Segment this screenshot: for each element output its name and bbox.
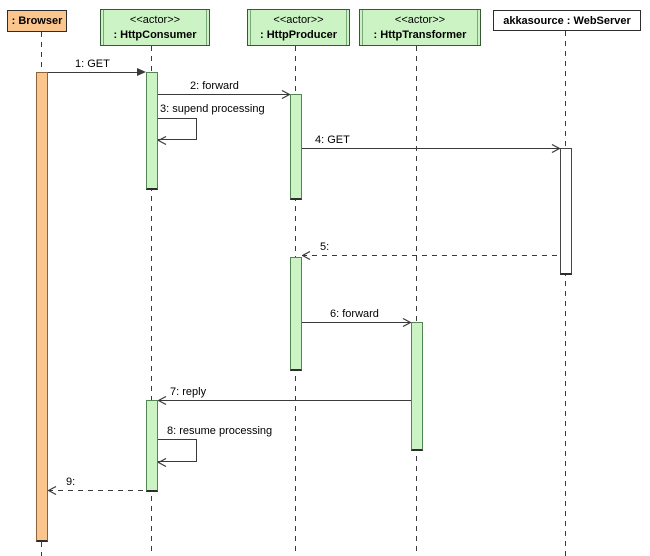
activation-consumer-2: [146, 400, 158, 492]
lifeline-http-consumer: [151, 46, 152, 556]
activation-producer-1: [290, 94, 302, 200]
message-2-label: 2: forward: [190, 80, 239, 92]
participant-http-consumer-name: : HttpConsumer: [113, 28, 197, 41]
message-8-open-arrowhead-icon: [158, 458, 167, 467]
participant-http-transformer-name: : HttpTransformer: [373, 28, 467, 41]
lifeline-http-transformer: [416, 46, 417, 556]
actor-box-inner: <<actor>> : HttpProducer: [250, 10, 347, 45]
message-9-open-arrowhead-icon: [48, 486, 57, 495]
participant-web-server: akkasource : WebServer: [493, 10, 641, 31]
message-5-label: 5:: [320, 241, 330, 253]
actor-box-inner: <<actor>> : HttpConsumer: [103, 10, 207, 45]
message-7-open-arrowhead-icon: [158, 396, 167, 405]
message-6-open-arrowhead-icon: [402, 318, 411, 327]
message-3-self-loop: [158, 118, 197, 140]
message-9-line: [48, 490, 146, 491]
participant-browser: : Browser: [7, 10, 67, 32]
lifeline-web-server: [565, 31, 566, 556]
message-3-label: 3: supend processing: [160, 103, 265, 115]
message-7-label: 7: reply: [170, 386, 207, 398]
message-8-self-loop: [158, 439, 197, 462]
participant-http-producer-stereotype: <<actor>>: [273, 13, 324, 26]
participant-browser-name: : Browser: [11, 15, 63, 27]
message-4-label: 4: GET: [315, 134, 350, 146]
message-5-line: [302, 255, 560, 256]
participant-http-transformer-stereotype: <<actor>>: [394, 13, 446, 26]
participant-web-server-name: akkasource : WebServer: [503, 14, 631, 27]
message-1-filled-arrowhead-icon: [137, 68, 146, 76]
participant-http-producer-name: : HttpProducer: [260, 28, 337, 41]
message-1-line: [48, 72, 140, 73]
activation-consumer-1: [146, 72, 158, 190]
message-2-open-arrowhead-icon: [281, 90, 290, 99]
message-4-line: [302, 148, 560, 149]
message-3-open-arrowhead-icon: [158, 136, 167, 145]
activation-producer-2: [290, 257, 302, 371]
actor-box-inner: <<actor>> : HttpTransformer: [362, 10, 478, 45]
message-1-label: 1: GET: [75, 58, 110, 70]
participant-http-producer: <<actor>> : HttpProducer: [247, 9, 350, 46]
activation-transformer: [411, 322, 423, 451]
message-6-label: 6: forward: [330, 308, 379, 320]
message-6-line: [302, 322, 411, 323]
activation-web-server: [560, 148, 572, 275]
participant-http-consumer: <<actor>> : HttpConsumer: [100, 9, 210, 46]
message-9-label: 9:: [66, 476, 76, 488]
message-4-open-arrowhead-icon: [551, 144, 560, 153]
message-8-label: 8: resume processing: [167, 425, 273, 437]
participant-http-consumer-stereotype: <<actor>>: [129, 13, 181, 26]
message-7-line: [158, 400, 411, 401]
message-2-line: [158, 94, 290, 95]
participant-http-transformer: <<actor>> : HttpTransformer: [359, 9, 481, 46]
message-5-open-arrowhead-icon: [302, 251, 311, 260]
activation-browser: [36, 72, 48, 542]
